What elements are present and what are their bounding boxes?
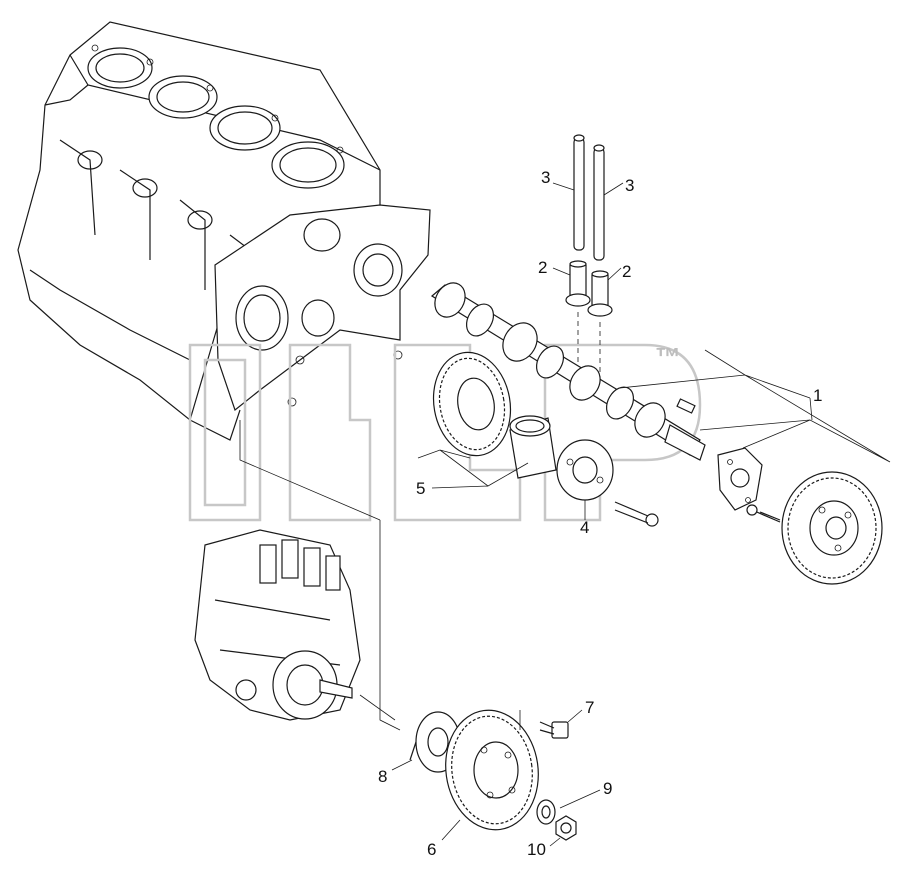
- callout-labels: 1 2 2 3 3 4 5 6 7 8 9 10: [378, 168, 822, 859]
- tappet-left: [565, 260, 591, 307]
- lock-washer: [536, 799, 556, 825]
- callout-2-right: 2: [622, 262, 631, 281]
- watermark-trademark: ™: [655, 342, 681, 372]
- pump-gear: [445, 709, 539, 831]
- callout-2-left: 2: [538, 258, 547, 277]
- callout-9: 9: [603, 779, 612, 798]
- injection-pump: [194, 529, 361, 721]
- hex-nut: [555, 815, 577, 841]
- callout-7: 7: [585, 698, 594, 717]
- leader-lines: [239, 182, 891, 847]
- tappet-right: [587, 270, 613, 317]
- callout-4: 4: [580, 518, 589, 537]
- idler-gear-bushing: [509, 415, 557, 479]
- callout-1: 1: [813, 386, 822, 405]
- idler-shaft: [556, 439, 614, 501]
- callout-3-left: 3: [541, 168, 550, 187]
- watermark-logo: ™: [188, 342, 702, 522]
- thrust-plate-bolt: [746, 504, 781, 523]
- engine-block: [17, 21, 431, 441]
- idler-gear: [432, 351, 512, 457]
- callout-5: 5: [416, 479, 425, 498]
- gear-bolt: [539, 721, 569, 739]
- camshaft: [430, 282, 706, 461]
- push-rod-right: [593, 144, 605, 261]
- callout-3-right: 3: [625, 176, 634, 195]
- push-rod-left: [573, 134, 585, 251]
- callout-8: 8: [378, 767, 387, 786]
- callout-10: 10: [527, 840, 546, 859]
- camshaft-thrust-plate: [717, 447, 763, 511]
- callout-6: 6: [427, 840, 436, 859]
- idler-shaft-bolt: [614, 501, 659, 527]
- camshaft-gear: [781, 471, 883, 585]
